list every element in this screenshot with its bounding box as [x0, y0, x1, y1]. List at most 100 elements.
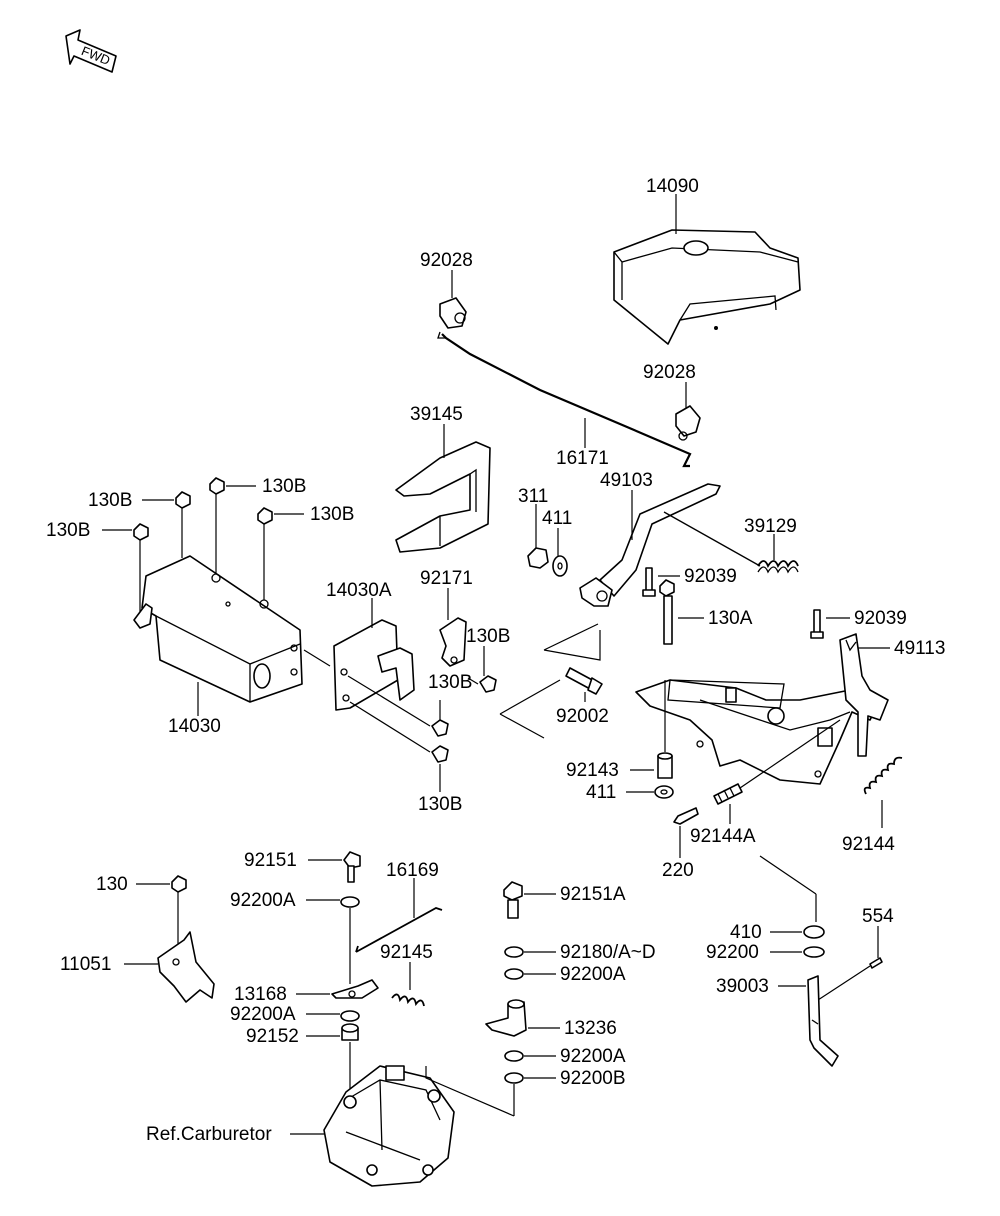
label-14090: 14090 — [646, 176, 699, 197]
label-92152: 92152 — [246, 1026, 299, 1047]
part-130B-bolt-5 — [479, 675, 497, 693]
label-92028-mid: 92028 — [643, 362, 696, 383]
label-92200A-3: 92200A — [230, 1004, 296, 1025]
part-92028-clip-top — [439, 297, 467, 329]
part-39129-spring — [757, 560, 799, 574]
label-130B-4: 130B — [310, 504, 354, 525]
label-411-top: 411 — [542, 508, 572, 529]
part-92200A-washer-2 — [504, 968, 524, 980]
label-130B-3: 130B — [46, 520, 90, 541]
label-92200B: 92200B — [560, 1068, 626, 1089]
label-92200A-1: 92200A — [230, 890, 296, 911]
label-220: 220 — [662, 860, 694, 881]
label-14030: 14030 — [168, 716, 221, 737]
part-92144-spring — [863, 756, 903, 795]
label-13168: 13168 — [234, 984, 287, 1005]
label-130B-5: 130B — [466, 626, 510, 647]
part-130B-bolt-3 — [133, 523, 149, 541]
label-49103: 49103 — [600, 470, 653, 491]
label-49113: 49113 — [894, 638, 945, 659]
label-130A: 130A — [708, 608, 753, 629]
label-14030A: 14030A — [326, 580, 392, 601]
part-14030A-plate — [333, 619, 415, 711]
part-11051-bracket — [157, 931, 215, 1003]
part-13168-lever — [331, 979, 379, 999]
part-92200B-washer — [504, 1072, 524, 1084]
part-92151-bolt — [343, 851, 361, 883]
label-92143: 92143 — [566, 760, 619, 781]
label-92171: 92171 — [420, 568, 473, 589]
part-130B-bolt-6 — [431, 719, 449, 737]
label-16171: 16171 — [556, 448, 609, 469]
label-92145: 92145 — [380, 942, 433, 963]
part-92200A-washer-1 — [340, 896, 360, 908]
label-92028-top: 92028 — [420, 250, 473, 271]
part-14030-box — [133, 555, 303, 703]
label-130: 130 — [96, 874, 128, 895]
label-92151A: 92151A — [560, 884, 626, 905]
label-ref-carburetor: Ref.Carburetor — [146, 1124, 272, 1145]
label-130B-2: 130B — [262, 476, 306, 497]
part-49113-plate — [839, 633, 889, 757]
part-311-nut — [527, 547, 549, 569]
part-92200A-washer-4 — [504, 1050, 524, 1062]
label-92039-b: 92039 — [854, 608, 907, 629]
label-92200A-2: 92200A — [560, 964, 626, 985]
part-13236-lever — [485, 999, 527, 1037]
label-39003: 39003 — [716, 976, 769, 997]
part-92200A-washer-3 — [340, 1010, 360, 1022]
part-411-washer-top — [552, 555, 568, 577]
part-410-washer — [803, 925, 825, 939]
label-411-bottom: 411 — [586, 782, 616, 803]
part-92143-collar — [657, 752, 673, 779]
part-92145-spring — [391, 993, 425, 1007]
part-130A-bolt — [659, 579, 675, 645]
part-carburetor — [323, 1065, 455, 1187]
label-92180: 92180/A~D — [560, 942, 656, 963]
part-92171-bracket — [439, 617, 467, 667]
label-92151: 92151 — [244, 850, 297, 871]
label-16169: 16169 — [386, 860, 439, 881]
part-130B-bolt-1 — [175, 491, 191, 509]
part-39003-lever — [807, 975, 839, 1067]
part-130B-bolt-2 — [209, 477, 225, 495]
part-130-bolt — [171, 875, 187, 893]
part-92002-bolt — [565, 667, 603, 695]
part-92152-bushing — [341, 1023, 359, 1041]
part-130B-bolt-4 — [257, 507, 273, 525]
part-220-screw — [673, 807, 699, 825]
part-main-bracket — [635, 679, 881, 785]
part-92028-clip-mid — [675, 405, 701, 441]
label-39145: 39145 — [410, 404, 463, 425]
part-49103-lever — [579, 483, 721, 607]
label-130B-7: 130B — [418, 794, 462, 815]
label-311: 311 — [518, 486, 548, 507]
label-410: 410 — [730, 922, 762, 943]
part-554-pin — [869, 957, 883, 969]
label-92039-a: 92039 — [684, 566, 737, 587]
label-130B-6: 130B — [428, 672, 472, 693]
label-92200: 92200 — [706, 942, 759, 963]
part-92039-pin-a — [642, 567, 656, 597]
label-39129: 39129 — [744, 516, 797, 537]
part-411-washer-bottom — [654, 785, 674, 799]
label-554: 554 — [862, 906, 894, 927]
part-16169-rod — [355, 907, 443, 953]
fwd-arrow-icon: FWD — [65, 29, 117, 73]
part-39145-guard — [395, 441, 491, 553]
label-92144: 92144 — [842, 834, 895, 855]
label-13236: 13236 — [564, 1018, 617, 1039]
label-92200A-4: 92200A — [560, 1046, 626, 1067]
label-11051: 11051 — [60, 954, 111, 975]
part-14090-cover — [613, 229, 801, 345]
part-16171-rod — [441, 333, 692, 468]
part-92200-washer — [803, 946, 825, 958]
label-92144A: 92144A — [690, 826, 756, 847]
part-92144A-spring — [713, 783, 743, 805]
part-92151A-bolt — [503, 881, 523, 919]
label-130B-1: 130B — [88, 490, 132, 511]
part-92180-washer — [504, 946, 524, 958]
part-130B-bolt-7 — [431, 745, 449, 763]
label-92002: 92002 — [556, 706, 609, 727]
